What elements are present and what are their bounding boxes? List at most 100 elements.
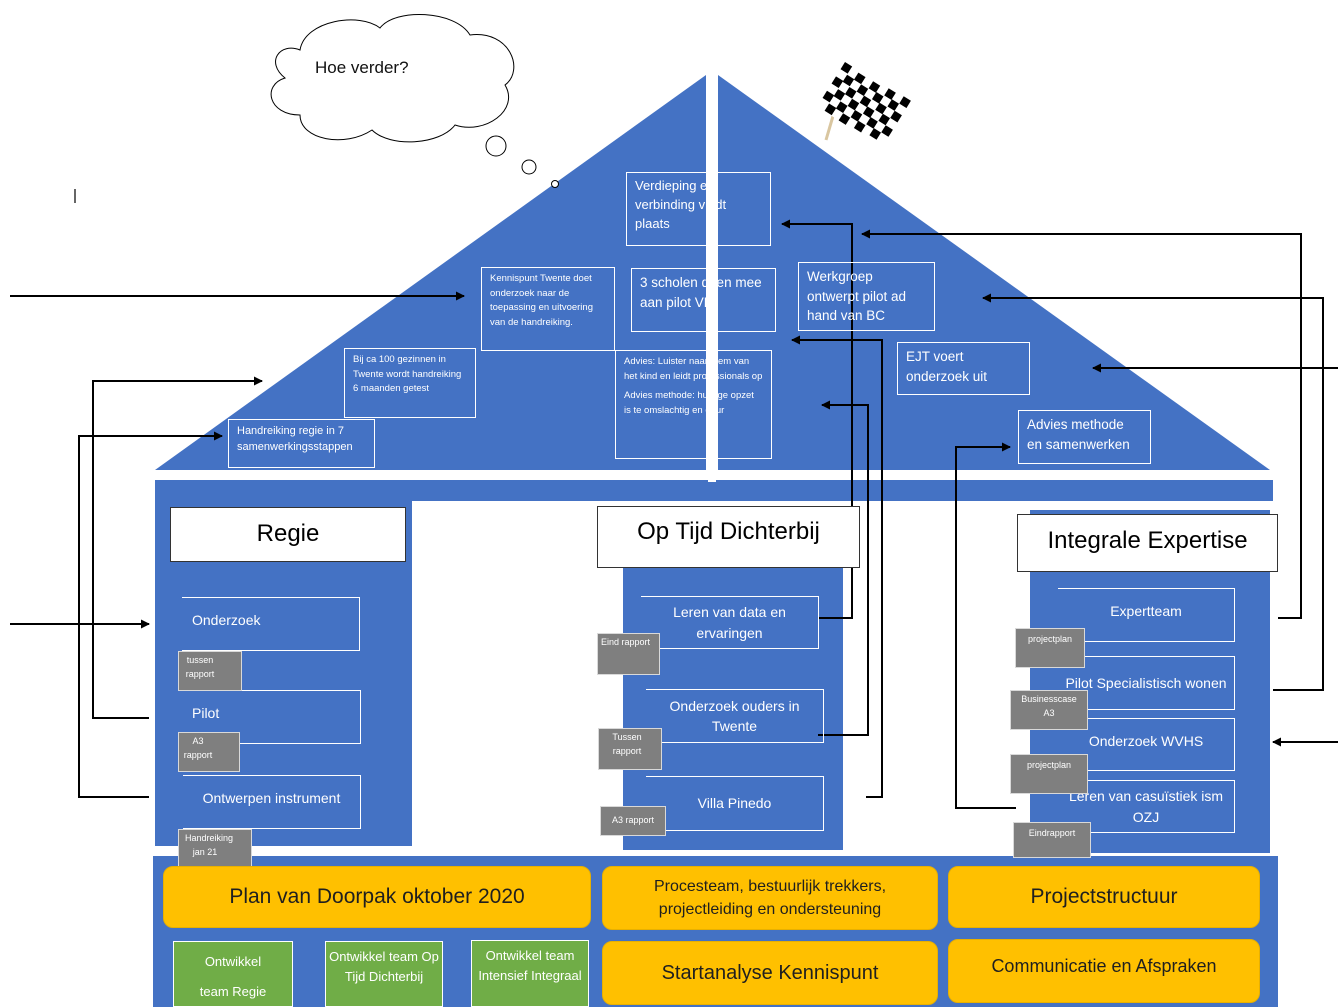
flag-cell	[868, 81, 881, 93]
item-onderzoek-ouders: Onderzoek ouders in Twente	[646, 689, 824, 743]
flag-cell	[879, 95, 892, 108]
doc-optijd-tussenrapport: Tussen rapport	[598, 728, 662, 770]
flag-cell	[842, 74, 855, 87]
roof-box-kennispunt: Kennispunt Twente doet onderzoek naar de…	[481, 267, 615, 351]
flag-cell	[887, 99, 900, 111]
doc-integraal-projectplan-2: projectplan	[1010, 754, 1088, 794]
flag-cell	[871, 92, 884, 104]
roof-left	[155, 75, 706, 470]
roof-box-ejt: EJT voert onderzoek uit	[897, 342, 1030, 395]
arrow-ouders-to-advies	[818, 400, 869, 736]
roof-box-werkgroep: Werkgroep ontwerpt pilot ad hand van BC	[798, 262, 935, 331]
item-pilot: Pilot	[182, 690, 361, 744]
flag-cell	[850, 110, 863, 122]
flag-cell	[856, 84, 869, 97]
flag-cell	[864, 88, 876, 101]
flag-cell	[861, 77, 873, 89]
flag-cell	[881, 125, 893, 137]
flag-cell	[831, 108, 844, 121]
team-regie: Ontwikkel team Regie	[173, 941, 293, 1007]
flag-cell	[843, 106, 855, 118]
flag-cell	[827, 83, 839, 96]
roof-box-bij100: Bij ca 100 gezinnen in Twente wordt hand…	[344, 348, 476, 418]
flag-cell	[836, 69, 848, 81]
flag-cell	[884, 88, 896, 100]
flag-cell	[875, 102, 887, 115]
thought-text: Hoe verder?	[315, 58, 409, 77]
item-villa-pinedo: Villa Pinedo	[646, 776, 824, 831]
flag-cell	[840, 62, 853, 74]
flag-cell	[849, 79, 862, 92]
flag-cell	[890, 110, 902, 123]
roof-right	[718, 75, 1270, 470]
flag-cell	[859, 95, 872, 108]
flag-cell	[844, 87, 857, 99]
flag-cell	[861, 124, 874, 136]
arrow-villa-to-scholen	[791, 335, 883, 798]
team-op-tijd-dichterbij: Ontwikkel team Op Tijd Dichterbij	[325, 941, 443, 1007]
flag-cell	[862, 106, 875, 119]
roof-divider	[708, 70, 716, 482]
roof-box-scholen: 3 scholen doen mee aan pilot VF	[631, 268, 776, 332]
doc-integraal-businesscase: Businesscase A3	[1010, 690, 1088, 730]
arrow-pilot-to-bij100	[92, 376, 263, 719]
flag-cell	[833, 89, 846, 101]
flag-cell	[835, 101, 848, 114]
base-startanalyse: Startanalyse Kennispunt	[602, 941, 938, 1005]
item-onderzoek-wvhs: Onderzoek WVHS	[1058, 718, 1235, 771]
base-plan-van-doorpak: Plan van Doorpak oktober 2020	[163, 866, 591, 928]
flag-cell	[847, 98, 860, 111]
connector-arrows	[10, 219, 1338, 809]
flag-cell	[869, 128, 882, 140]
flag-cell	[847, 67, 859, 80]
flag-cell	[876, 132, 889, 145]
flag-cell	[878, 113, 891, 126]
doc-regie-a3rapport: A3 rapport	[178, 732, 240, 772]
flag-cell	[829, 96, 841, 108]
flag-cell	[899, 96, 911, 109]
roof-box-verdieping: Verdieping en verbinding vindt plaats	[626, 172, 771, 246]
roof-box-handreiking: Handreiking regie in 7 samenwerkingsstap…	[228, 419, 375, 468]
item-leren-casuistiek: Leren van casuïstiek ism OZJ	[1058, 780, 1235, 833]
checkered-flag-icon	[818, 62, 911, 145]
flag-cell	[891, 92, 904, 104]
item-onderzoek: Onderzoek	[182, 597, 360, 651]
doc-optijd-a3rapport: A3 rapport	[600, 806, 666, 836]
item-leren-data: Leren van data en ervaringen	[641, 596, 819, 649]
flag-cell	[838, 81, 850, 94]
column-title-integraal: Integrale Expertise	[1017, 514, 1278, 572]
flag-cell	[867, 99, 880, 111]
arrow-leren-to-verdieping	[781, 219, 853, 619]
item-expertteam: Expertteam	[1058, 588, 1235, 642]
doc-regie-handreiking: Handreiking jan 21	[178, 829, 252, 869]
flag-cell	[852, 91, 864, 104]
item-ontwerpen-instrument: Ontwerpen instrument	[183, 775, 361, 829]
column-title-regie: Regie	[170, 507, 406, 562]
base-projectstructuur: Projectstructuur	[948, 866, 1260, 928]
flag-cell	[885, 118, 898, 130]
column-optijd	[623, 565, 843, 850]
flag-cell	[870, 109, 883, 122]
flag-cell	[818, 98, 830, 110]
flag-cell	[894, 103, 907, 116]
flag-cell	[853, 72, 866, 85]
flag-cell	[822, 90, 835, 103]
base-procesteam: Procesteam, bestuurlijk trekkers, projec…	[602, 866, 938, 930]
thought-cloud-icon	[270, 13, 559, 188]
flag-cell	[840, 94, 853, 106]
arrow-expertteam-to-verdieping	[861, 229, 1302, 619]
doc-regie-tussenrapport: tussen rapport	[178, 651, 242, 691]
base-communicatie: Communicatie en Afspraken	[948, 939, 1260, 1003]
column-title-optijd: Op Tijd Dichterbij	[597, 506, 860, 568]
doc-integraal-projectplan-1: projectplan	[1015, 628, 1085, 668]
roof-box-advies-methode: Advies methode en samenwerken	[1018, 410, 1151, 464]
flag-cell	[866, 117, 878, 129]
arrow-ontwerpen-to-handreiking	[78, 431, 223, 798]
doc-integraal-eindrapport: Eindrapport	[1013, 822, 1091, 858]
item-pilot-specialistisch: Pilot Specialistisch wonen	[1058, 656, 1235, 710]
flag-cell	[855, 102, 867, 115]
arrow-specialistisch-to-werkgroep	[982, 293, 1324, 691]
flag-cell	[873, 120, 886, 133]
flag-cell	[838, 113, 851, 125]
